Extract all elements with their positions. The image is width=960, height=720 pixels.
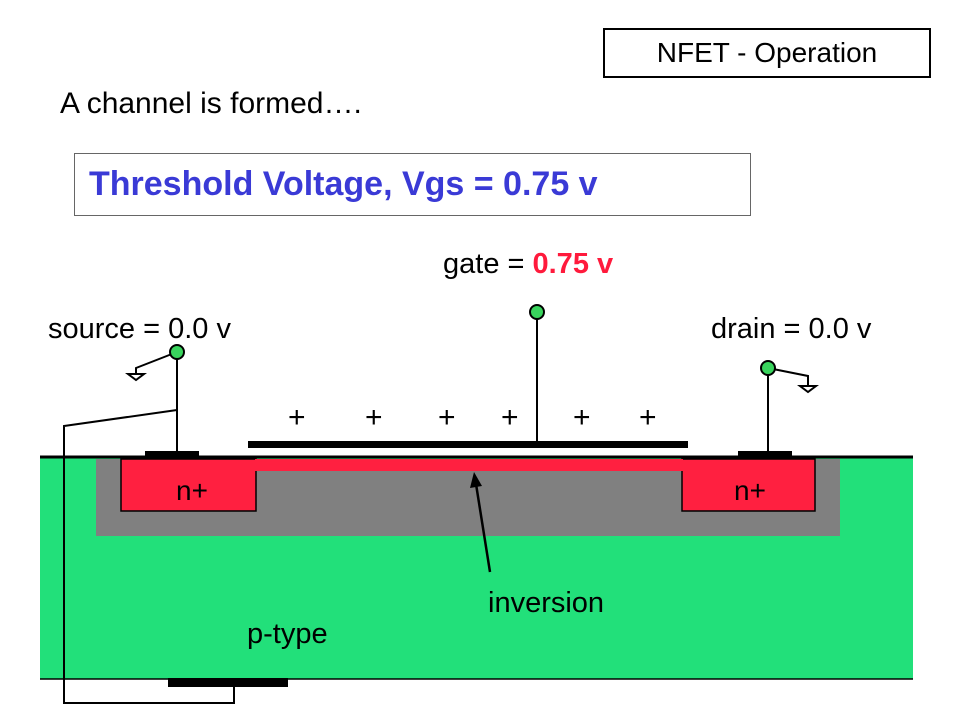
source-terminal-dot <box>169 344 185 360</box>
p-type-label: p-type <box>247 618 328 650</box>
gate-terminal-dot <box>529 304 545 320</box>
gate-charge-6: + <box>639 401 657 434</box>
source-region-label: n+ <box>176 475 208 506</box>
drain-region-label: n+ <box>734 475 766 506</box>
threshold-voltage-heading: Threshold Voltage, Vgs = 0.75 v <box>74 153 751 216</box>
inversion-arrow-head <box>470 472 482 488</box>
inversion-label: inversion <box>488 587 604 619</box>
gate-charge-2: + <box>365 401 383 434</box>
drain-n-plus-region <box>681 458 816 512</box>
gate-charge-5: + <box>573 401 591 434</box>
gate-voltage-value: 0.75 v <box>532 248 614 280</box>
drain-ground-wire <box>767 367 809 386</box>
source-n-plus-region <box>120 458 257 512</box>
drain-terminal-dot <box>760 360 776 376</box>
substrate-contact <box>168 678 288 687</box>
source-ground-icon <box>125 373 147 382</box>
source-ground-wire <box>135 351 178 374</box>
gate-charge-1: + <box>288 401 306 434</box>
source-contact <box>145 451 199 458</box>
gate-charges: + + + + + + <box>288 401 657 434</box>
drain-ground-icon <box>797 385 819 394</box>
gate-label-prefix: gate = <box>443 248 533 280</box>
inversion-arrow-line <box>474 483 492 573</box>
body-tie-wire <box>63 409 235 704</box>
gate-charge-3: + <box>438 401 456 434</box>
inversion-layer <box>255 459 683 471</box>
gate-plate <box>248 441 688 448</box>
drain-contact <box>738 451 792 458</box>
gate-label: gate = 0.75 v <box>443 250 613 279</box>
subtitle-text: A channel is formed…. <box>60 87 362 120</box>
source-label: source = 0.0 v <box>48 313 231 345</box>
gate-charge-4: + <box>501 401 519 434</box>
drain-label: drain = 0.0 v <box>711 313 872 345</box>
slide-title: NFET - Operation <box>603 28 931 78</box>
